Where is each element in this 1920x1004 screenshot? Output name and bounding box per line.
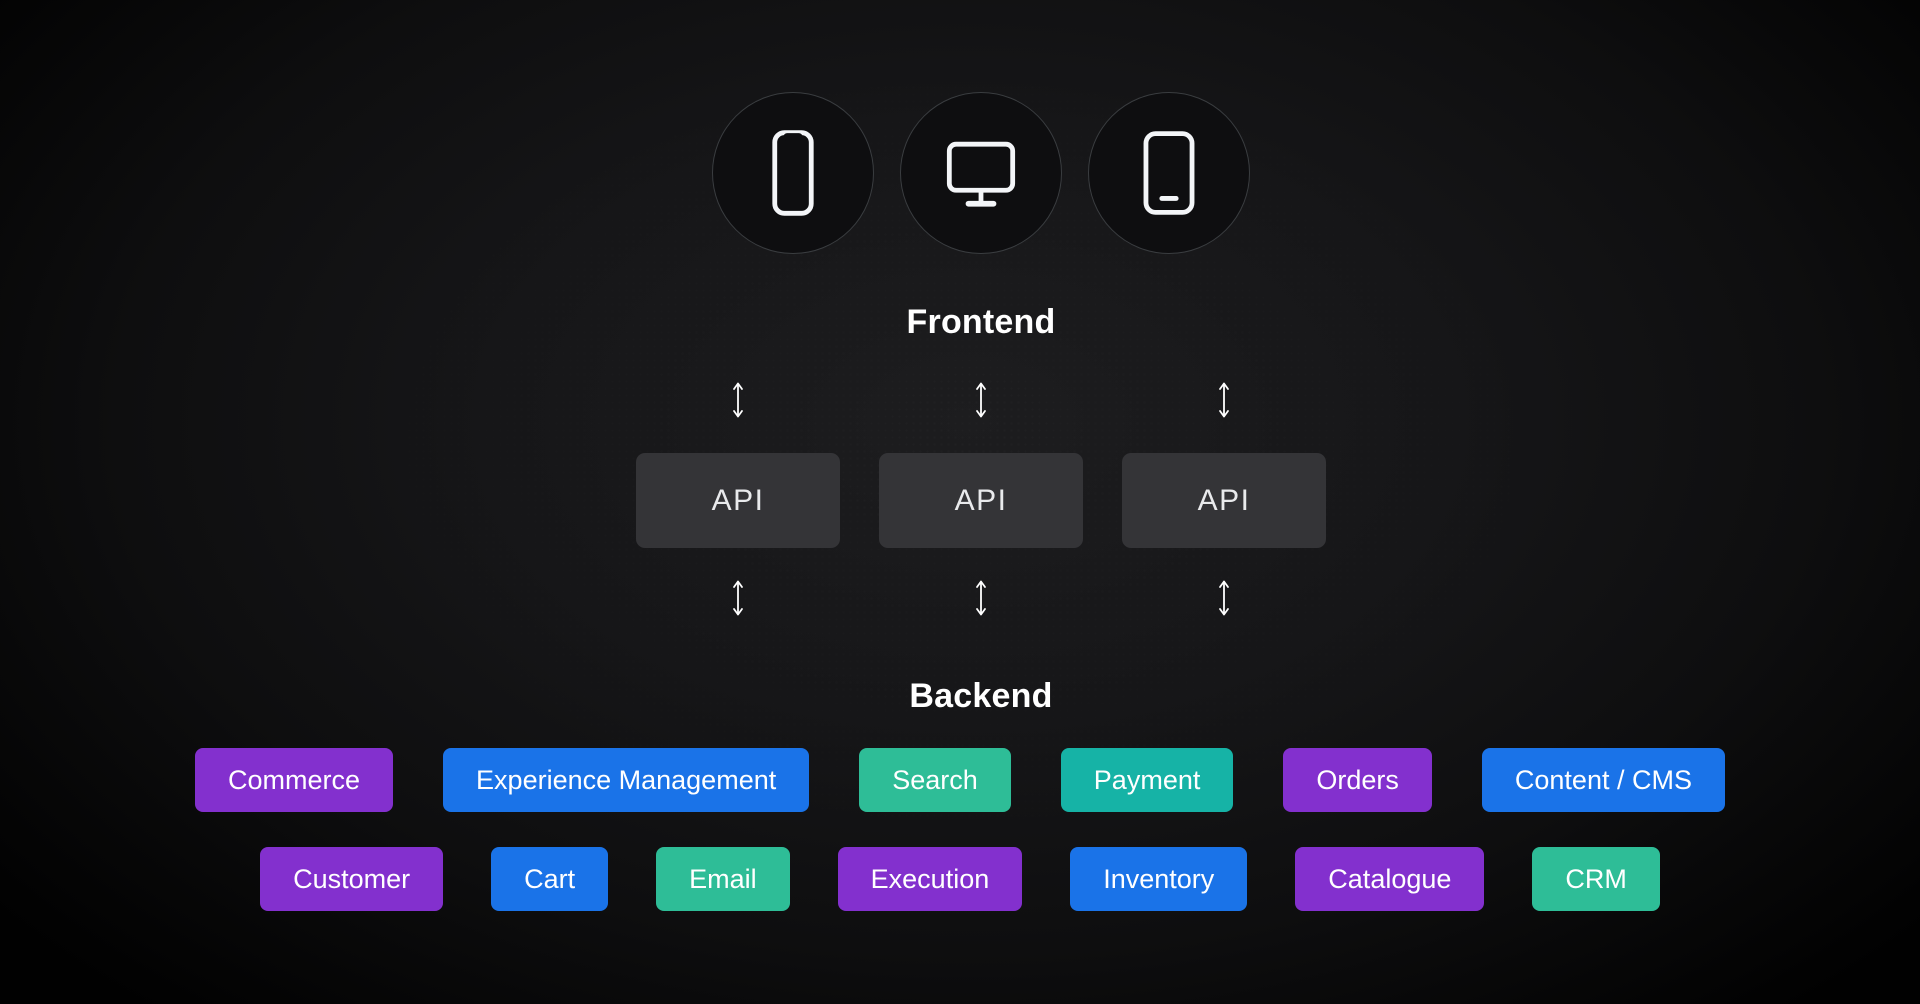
frontend-api-group: Frontend: [636, 92, 1326, 716]
tablet-icon: [1143, 131, 1195, 215]
double-arrow-icon: [976, 382, 986, 418]
backend-services-row-1: Commerce Experience Management Search Pa…: [195, 748, 1725, 812]
service-pill-search: Search: [859, 748, 1011, 812]
service-pill-orders: Orders: [1283, 748, 1432, 812]
desktop-monitor-icon: [946, 141, 1016, 207]
service-pill-payment: Payment: [1060, 748, 1234, 812]
service-pill-crm: CRM: [1532, 847, 1660, 911]
service-pill-email: Email: [656, 847, 790, 911]
tablet-circle: [1088, 92, 1250, 254]
desktop-monitor-circle: [900, 92, 1062, 254]
backend-heading: Backend: [909, 677, 1053, 715]
service-pill-inventory: Inventory: [1070, 847, 1248, 911]
double-arrow-icon: [1219, 382, 1229, 418]
backend-services-row-2: Customer Cart Email Execution Inventory …: [260, 847, 1660, 911]
service-pill-customer: Customer: [260, 847, 444, 911]
api-backend-arrows: [730, 578, 1232, 618]
double-arrow-icon: [1219, 580, 1229, 616]
service-pill-commerce: Commerce: [195, 748, 394, 812]
service-pill-experience-management: Experience Management: [443, 748, 810, 812]
smartphone-icon: [772, 130, 814, 216]
api-row: API API API: [636, 453, 1326, 548]
frontend-heading: Frontend: [906, 303, 1056, 341]
device-row: [712, 92, 1250, 254]
api-box: API: [879, 453, 1083, 548]
api-box: API: [636, 453, 840, 548]
api-box: API: [1122, 453, 1326, 548]
double-arrow-icon: [733, 580, 743, 616]
service-pill-catalogue: Catalogue: [1295, 847, 1485, 911]
frontend-api-arrows: [730, 380, 1232, 420]
double-arrow-icon: [733, 382, 743, 418]
double-arrow-icon: [976, 580, 986, 616]
service-pill-content-cms: Content / CMS: [1481, 748, 1725, 812]
service-pill-execution: Execution: [837, 847, 1023, 911]
smartphone-circle: [712, 92, 874, 254]
service-pill-cart: Cart: [491, 847, 609, 911]
